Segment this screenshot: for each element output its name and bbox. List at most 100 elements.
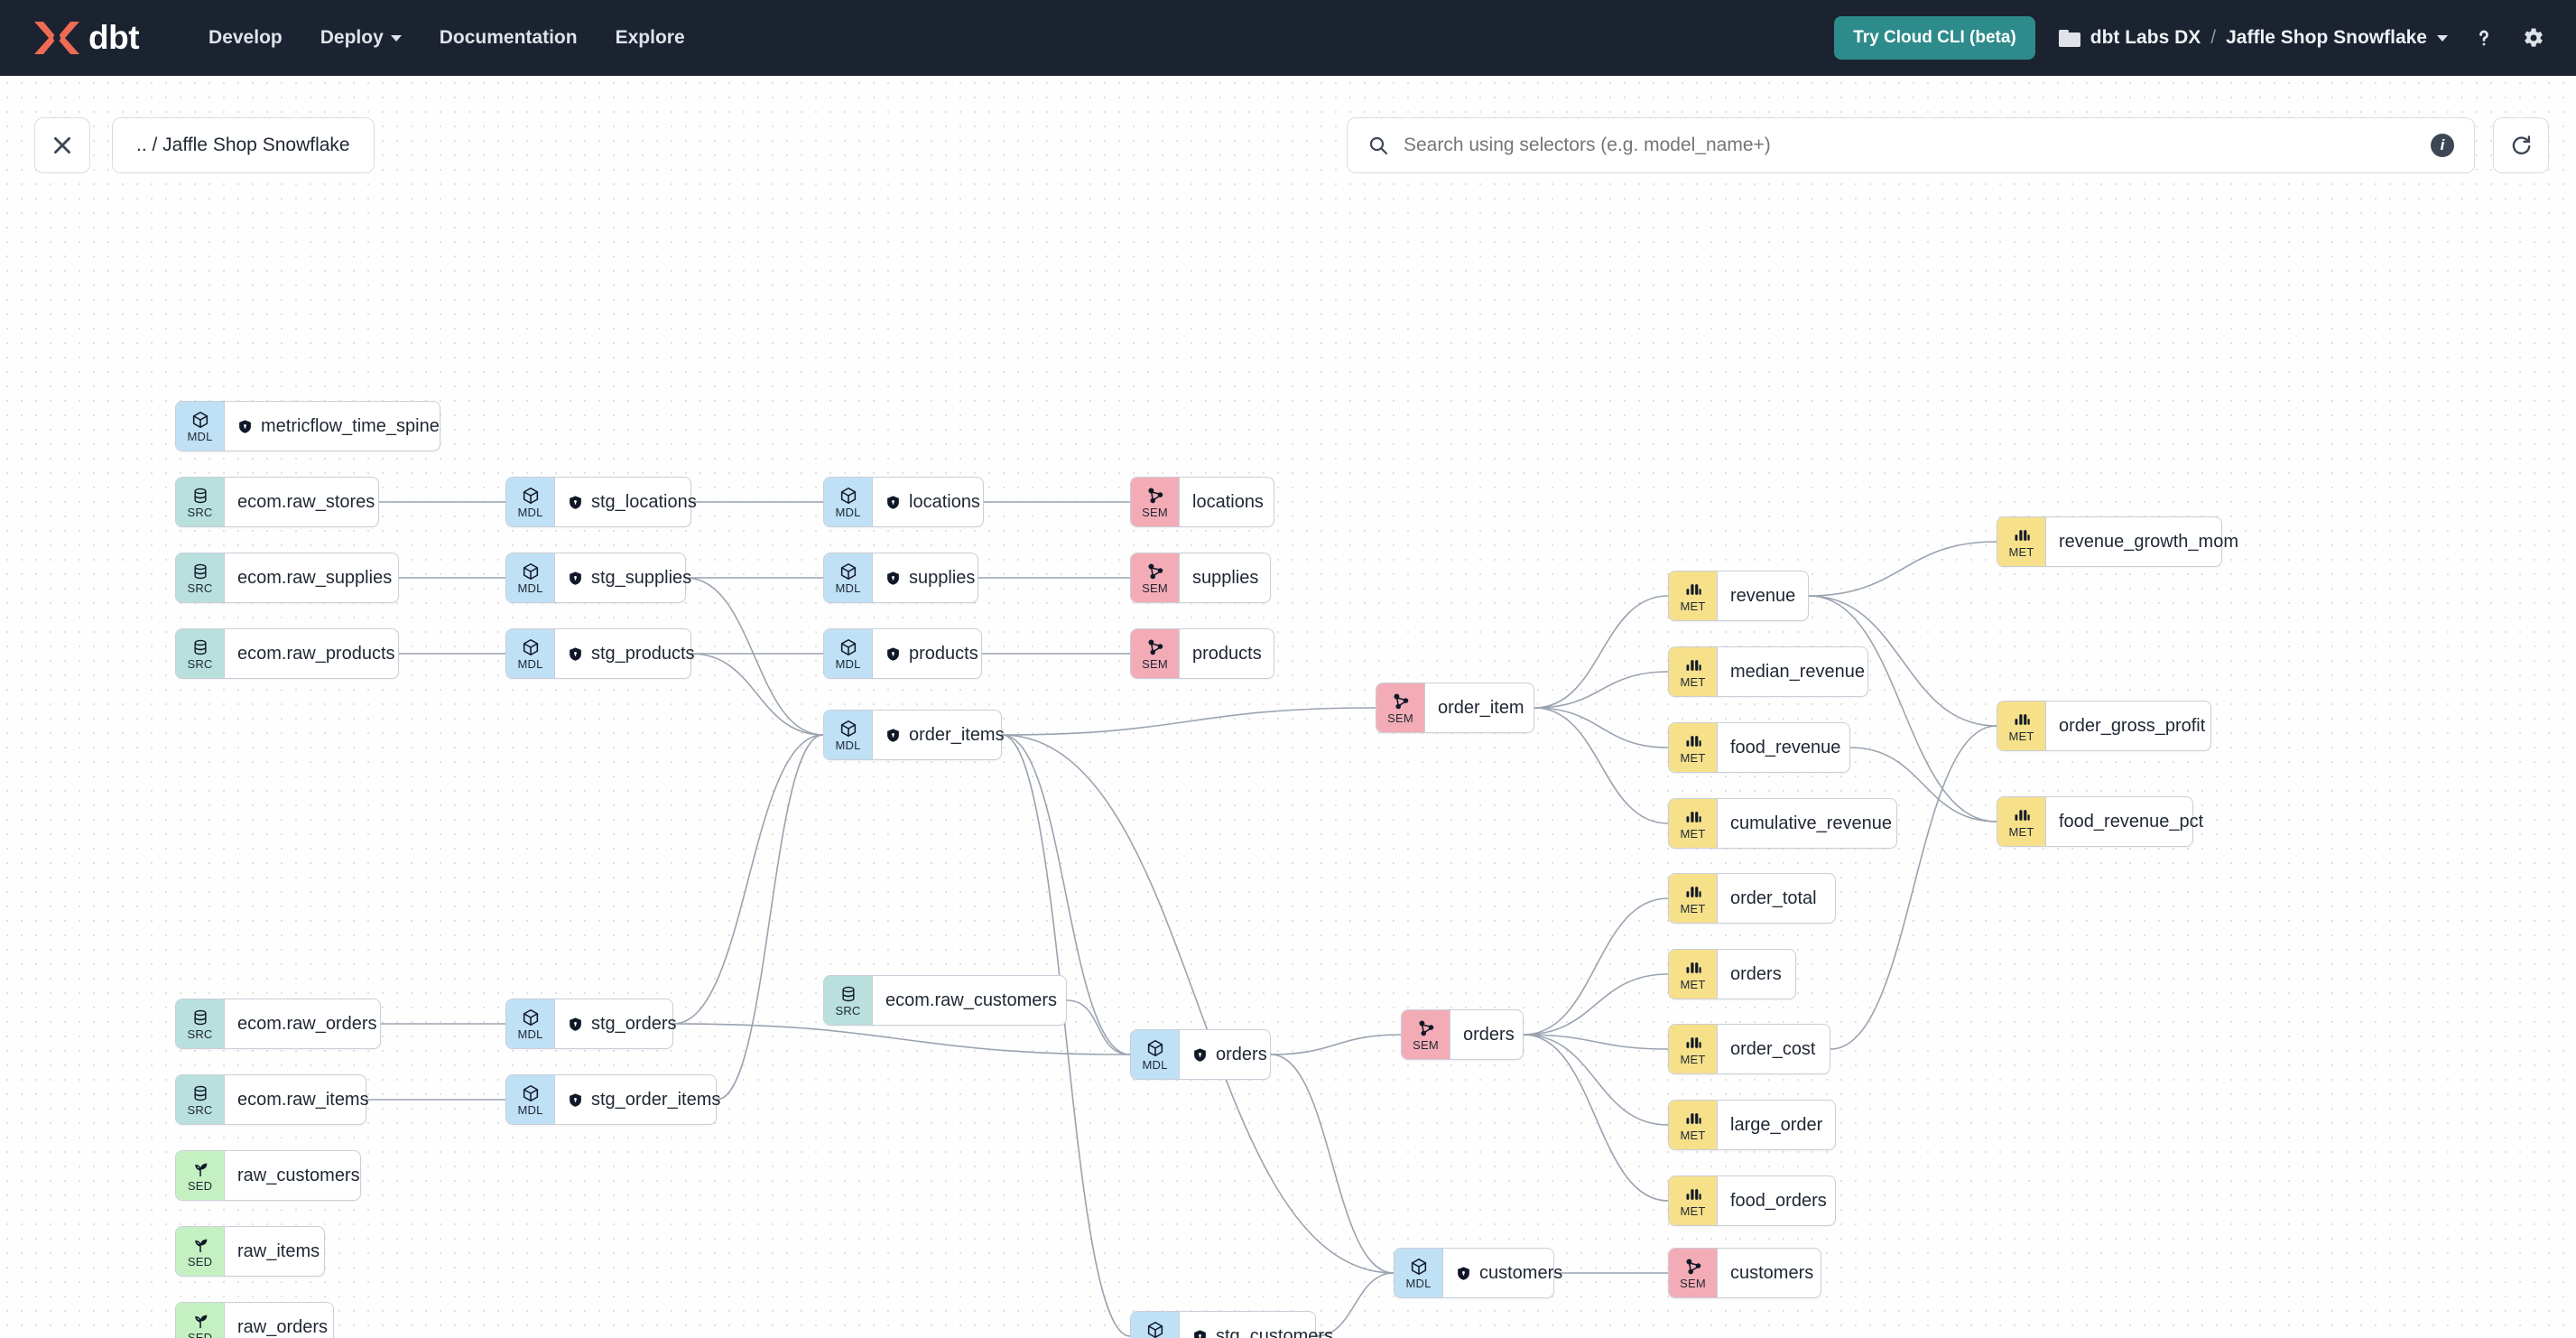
nav-link-develop-label: Develop (208, 27, 283, 48)
bar-chart-icon (1683, 1109, 1703, 1129)
node-label: ecom.raw_supplies (237, 567, 393, 588)
node-label: products (909, 643, 978, 664)
help-icon[interactable] (2471, 25, 2497, 51)
bar-chart-icon (1683, 807, 1703, 827)
node-type-label: MET (1680, 599, 1706, 613)
node-type-badge-sem: SEM (1402, 1010, 1450, 1059)
cube-icon (521, 637, 541, 657)
node-type-label: MET (1680, 675, 1706, 689)
gear-icon[interactable] (2520, 25, 2545, 51)
chevron-down-icon (390, 34, 402, 42)
nav-link-documentation[interactable]: Documentation (421, 18, 597, 58)
node-type-badge-mdl: MDL (1131, 1030, 1180, 1079)
shield-lock-icon (568, 494, 583, 511)
node-label: order_items (909, 724, 1005, 745)
nav-link-deploy[interactable]: Deploy (301, 18, 421, 58)
selector-search-bar[interactable]: i (1347, 117, 2475, 173)
node-label: large_order (1730, 1114, 1823, 1135)
node-label: ecom.raw_products (237, 643, 395, 664)
node-label: customers (1479, 1262, 1563, 1283)
node-body: stg_supplies (555, 553, 706, 602)
node-body: products (1180, 629, 1276, 678)
node-type-label: MDL (835, 739, 861, 752)
node-label: order_total (1730, 887, 1817, 908)
node-label: stg_customers (1216, 1325, 1334, 1338)
node-type-label: MET (2008, 825, 2034, 839)
bar-chart-icon (1683, 958, 1703, 978)
graph-node-stg_customers[interactable]: MDL stg_customers (1130, 1311, 1333, 1338)
bar-chart-icon (1683, 580, 1703, 599)
chevron-down-icon (2437, 34, 2448, 42)
refresh-button[interactable] (2493, 117, 2549, 173)
info-icon[interactable]: i (2431, 134, 2454, 157)
node-type-badge-mdl: MDL (176, 402, 225, 451)
workspace-breadcrumb[interactable]: dbt Labs DX / Jaffle Shop Snowflake (2058, 27, 2448, 49)
node-body: order_item (1425, 683, 1539, 732)
node-label: raw_items (237, 1240, 320, 1261)
graph-node-order_items[interactable]: MDL order_items (823, 710, 1005, 760)
search-icon (1369, 136, 1388, 155)
lineage-edge (1066, 999, 1131, 1055)
nav-link-explore[interactable]: Explore (597, 18, 704, 58)
try-cloud-cli-button[interactable]: Try Cloud CLI (beta) (1834, 16, 2035, 60)
node-type-label: MET (2008, 729, 2034, 743)
node-label: stg_supplies (591, 567, 692, 588)
close-button[interactable] (34, 117, 90, 173)
lineage-edge (1534, 707, 1669, 748)
node-type-badge-mdl: MDL (1131, 1312, 1180, 1338)
search-input[interactable] (1404, 135, 2416, 156)
node-type-badge-src: SRC (176, 999, 225, 1048)
graph-node-met_order_total[interactable]: MET order_total (1668, 873, 1836, 924)
node-type-label: SEM (1142, 506, 1168, 519)
lineage-edge (1534, 707, 1669, 824)
lineage-edge (1808, 541, 1997, 597)
node-type-label: SRC (187, 506, 213, 519)
shield-lock-icon (568, 1016, 583, 1033)
graph-breadcrumb[interactable]: .. / Jaffle Shop Snowflake (112, 117, 375, 173)
dbt-logo[interactable]: dbt (31, 18, 140, 58)
nav-link-develop[interactable]: Develop (190, 18, 301, 58)
database-icon (191, 1008, 209, 1027)
node-type-badge-met: MET (1669, 874, 1718, 923)
sprout-icon (190, 1311, 210, 1331)
node-type-label: MET (1680, 751, 1706, 765)
